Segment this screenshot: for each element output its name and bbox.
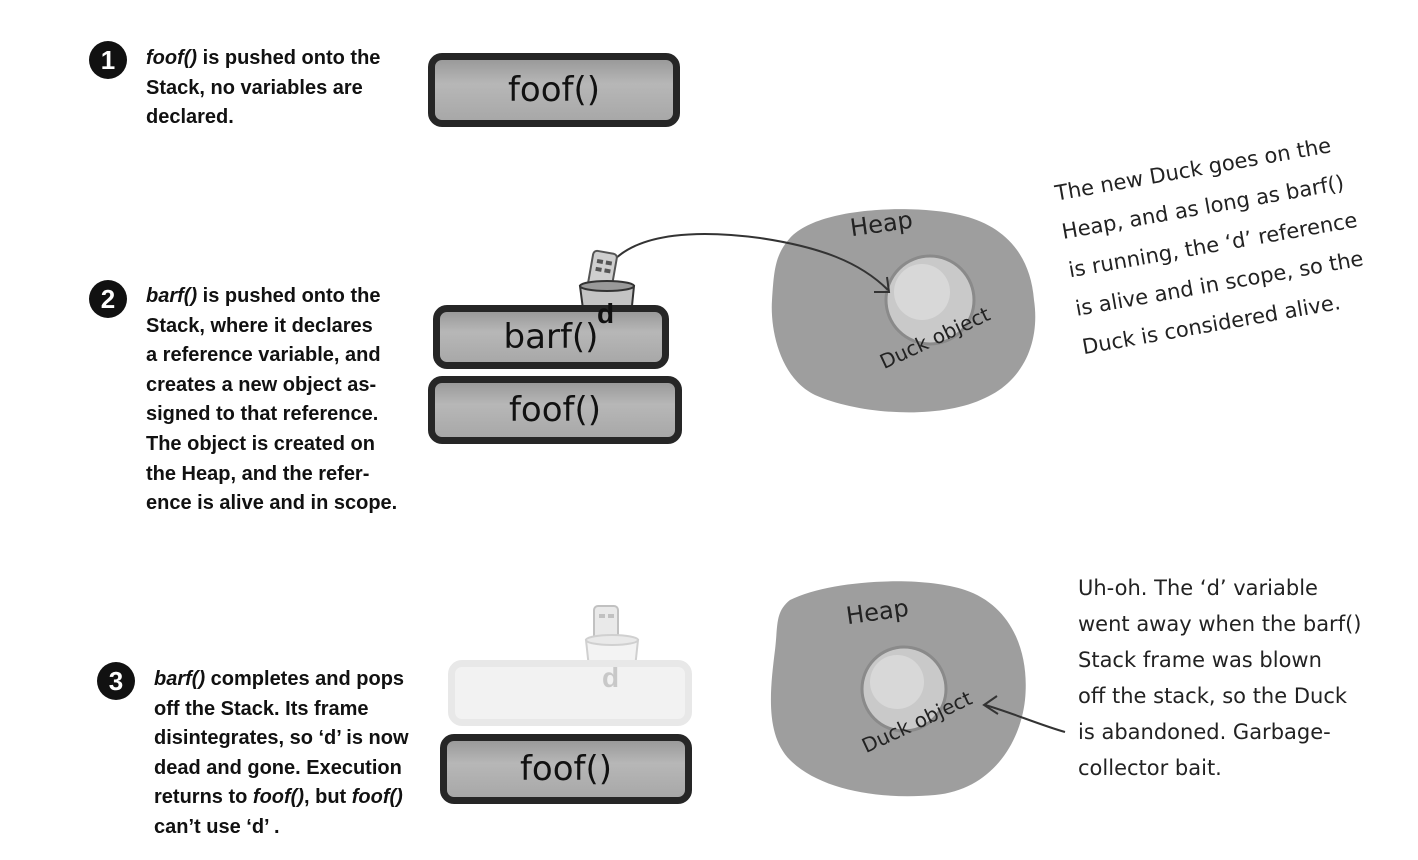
note-line: is abandoned. Garbage- [1078,720,1331,744]
description-text: foof() [146,47,198,69]
description-text: Stack, no variables are [146,76,363,99]
description-text: is pushed onto the [197,47,381,69]
note-line: Uh-oh. The ‘d’ variable [1078,576,1318,600]
description-text: barf() [146,285,198,307]
stack-frame-barf: barf() [433,305,669,369]
description-text: creates a new object as- [146,373,377,396]
description-text: declared. [146,106,234,129]
note-line: went away when the barf() [1078,612,1362,636]
dead-variable-d: d [602,662,620,693]
description-text: dead and gone. Execution [154,756,402,779]
description-text: disintegrates, so ‘d’ is now [154,727,409,750]
stack-frame-foof-1: foof() [428,53,680,127]
note-line: off the stack, so the Duck [1078,684,1348,708]
description-text: The object is created on [146,432,375,455]
description-text: foof() [351,786,403,809]
description-text: , but [303,786,352,809]
reference-variable-d: d [597,298,615,329]
reference-arrow [611,232,889,291]
step-1-number: 1 [89,41,127,79]
note-duck-abandoned: Uh-oh. The ‘d’ variable went away when th… [1078,570,1361,786]
note-line: Stack frame was blown [1078,648,1322,672]
stack-frame-foof-2: foof() [428,376,682,444]
description-text: can’t use ‘d’ . [154,815,280,838]
step-3-description: barf() completes and pops off the Stack. … [154,665,409,843]
pointer-arrow [984,704,1066,733]
step-2-number: 2 [89,280,127,318]
description-text: barf() [154,668,206,690]
stack-frame-barf-faded [448,660,692,726]
note-line: collector bait. [1078,756,1222,780]
description-text: ence is alive and in scope. [146,492,398,515]
description-text: signed to that reference. [146,403,379,426]
description-text: Stack, where it declares [146,314,373,337]
description-text: off the Stack. Its frame [154,697,369,720]
description-text: is pushed onto the [197,285,381,307]
description-text: a reference variable, and [146,344,381,367]
step-3-number: 3 [97,662,135,700]
description-text: returns to [154,786,253,809]
description-text: completes and pops [205,668,405,690]
stack-frame-foof-3: foof() [440,734,692,804]
description-text: foof() [252,786,304,809]
description-text: the Heap, and the refer- [146,462,370,485]
